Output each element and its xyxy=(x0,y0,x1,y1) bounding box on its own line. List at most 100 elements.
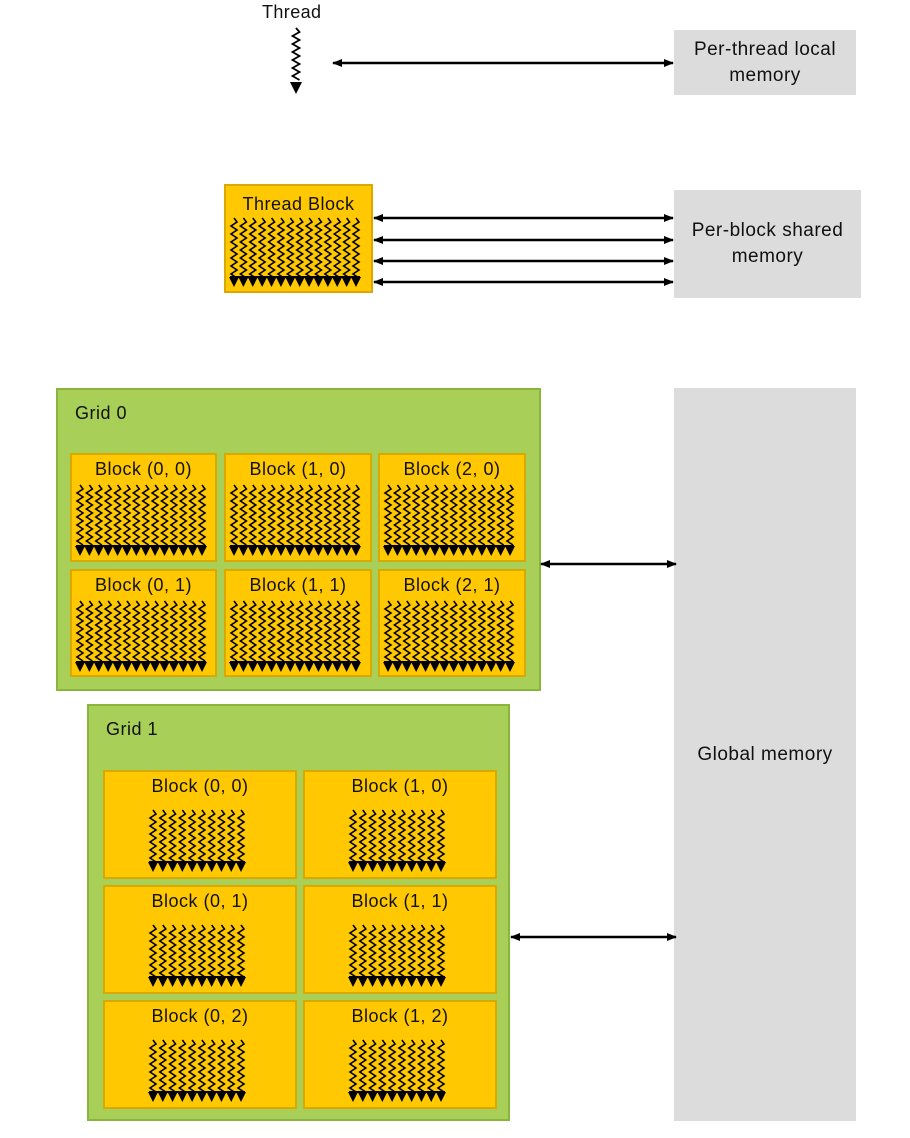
thread-wave xyxy=(430,600,440,662)
grid0-block-label: Block (2, 0) xyxy=(403,459,501,479)
thread-arrowhead xyxy=(103,662,114,672)
thread-wave xyxy=(351,217,361,279)
thread-wave xyxy=(505,600,515,662)
thread-wave xyxy=(141,484,151,546)
thread-arrowhead xyxy=(396,977,407,987)
thread-arrowhead xyxy=(187,862,198,872)
thread-arrowhead xyxy=(411,662,422,672)
thread-wave xyxy=(276,600,286,662)
thread-wave xyxy=(351,484,361,546)
thread-arrowhead xyxy=(93,662,104,672)
grid1-block-label: Block (0, 2) xyxy=(151,1006,249,1026)
thread-bundle xyxy=(148,1039,246,1102)
thread-wave xyxy=(178,484,188,546)
thread-wave xyxy=(426,1039,436,1093)
thread-wave xyxy=(348,1039,358,1093)
thread-wave xyxy=(426,809,436,863)
thread-arrowhead xyxy=(285,277,296,287)
thread-arrowhead xyxy=(197,662,207,672)
thread-arrowhead xyxy=(383,662,393,672)
thread-arrowhead xyxy=(247,277,258,287)
thread-wave xyxy=(358,809,368,863)
thread-arrowhead xyxy=(226,977,237,987)
thread-wave xyxy=(257,484,267,546)
thread-wave xyxy=(75,600,85,662)
thread-arrowhead xyxy=(377,977,388,987)
thread-wave xyxy=(368,924,377,978)
thread-wave xyxy=(458,484,468,546)
thread-arrowhead xyxy=(168,546,179,556)
thread-arrowhead xyxy=(429,662,440,672)
thread-arrowhead xyxy=(103,546,114,556)
thread-arrowhead xyxy=(436,1092,446,1102)
thread-arrowhead xyxy=(476,662,487,672)
thread-wave xyxy=(276,217,286,279)
thread-arrowhead xyxy=(140,546,151,556)
thread-bundle xyxy=(229,600,361,672)
thread-wave xyxy=(368,1039,377,1093)
thread-arrowhead xyxy=(148,862,158,872)
grid0-block-label: Block (1, 1) xyxy=(249,575,347,595)
thread-wave xyxy=(131,600,141,662)
thread-arrowhead xyxy=(236,977,246,987)
thread-arrowhead xyxy=(313,277,324,287)
thread-wave xyxy=(392,600,402,662)
thread-arrowhead xyxy=(159,662,170,672)
thread-wave xyxy=(387,924,397,978)
thread-wave xyxy=(148,809,158,863)
thread-arrowhead xyxy=(266,277,277,287)
thread-arrowhead xyxy=(206,977,217,987)
global-memory: Global memory xyxy=(674,388,856,1121)
thread-wave xyxy=(276,484,286,546)
thread-wave xyxy=(436,809,446,863)
thread-arrowhead xyxy=(348,1092,358,1102)
grid1-block-label: Block (1, 0) xyxy=(351,776,449,796)
thread-arrowhead xyxy=(416,1092,427,1102)
thread-wave xyxy=(383,484,393,546)
thread-wave xyxy=(411,600,421,662)
thread-wave xyxy=(397,1039,407,1093)
thread-arrowhead xyxy=(505,546,515,556)
thread-arrowhead xyxy=(167,862,178,872)
thread-wave xyxy=(122,484,132,546)
thread-wave xyxy=(226,809,236,863)
thread-arrowhead xyxy=(401,662,412,672)
thread-arrowhead xyxy=(387,862,398,872)
thread-arrowhead xyxy=(294,662,305,672)
thread-wave xyxy=(496,484,506,546)
thread-arrowhead xyxy=(505,662,515,672)
thread-wave xyxy=(468,600,477,662)
thread-bundle xyxy=(75,600,207,672)
thread-arrowhead xyxy=(426,862,437,872)
thread-wave xyxy=(177,1039,187,1093)
thread-wave xyxy=(207,924,217,978)
thread-wave xyxy=(377,809,387,863)
thread-bundle xyxy=(75,484,207,556)
thread-arrowhead xyxy=(285,662,296,672)
thread-arrowhead xyxy=(426,977,437,987)
thread-wave xyxy=(188,484,198,546)
thread-wave xyxy=(267,217,276,279)
thread-wave xyxy=(342,484,352,546)
thread-wave xyxy=(257,600,267,662)
thread-arrowhead xyxy=(351,277,361,287)
thread-wave xyxy=(486,484,496,546)
thread-wave xyxy=(377,924,387,978)
thread-wave xyxy=(417,924,426,978)
thread-wave xyxy=(351,600,361,662)
thread-wave xyxy=(217,1039,226,1093)
thread-arrowhead xyxy=(159,546,170,556)
thread-wave xyxy=(323,217,333,279)
thread-arrowhead xyxy=(75,546,85,556)
local-memory-line-2: memory xyxy=(729,64,801,86)
thread-wave xyxy=(342,600,352,662)
thread-arrowhead xyxy=(196,977,207,987)
thread-wave xyxy=(197,1039,207,1093)
thread-wave xyxy=(177,809,187,863)
thread-arrowhead xyxy=(275,662,286,672)
thread-wave xyxy=(257,217,267,279)
thread-arrowhead xyxy=(275,546,286,556)
thread-wave xyxy=(436,1039,446,1093)
thread-arrowhead xyxy=(150,662,161,672)
